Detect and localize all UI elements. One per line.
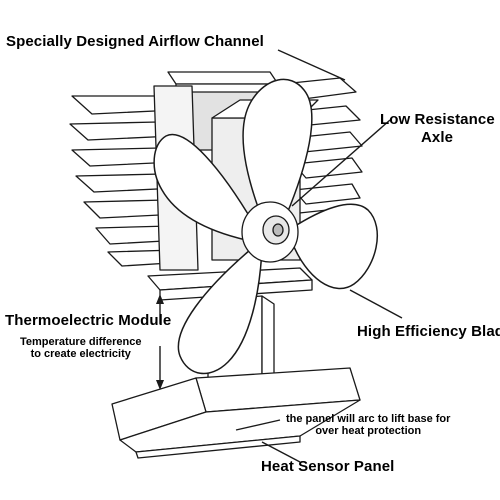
label-high-efficiency-blade: High Efficiency Blade	[357, 323, 500, 340]
label-airflow-channel: Specially Designed Airflow Channel	[6, 33, 264, 50]
note-panel-line1: the panel will arc to lift base for	[286, 413, 451, 425]
note-panel-arc: the panel will arc to lift base for over…	[286, 413, 450, 437]
leader-panel-note	[235, 419, 281, 431]
fan-hub	[241, 201, 299, 263]
note-temperature-difference: Temperature difference to create electri…	[20, 336, 141, 360]
leader-axle	[291, 119, 391, 207]
fan-blade-top	[242, 78, 313, 219]
leader-sensor	[261, 441, 301, 463]
label-axle-line2: Axle	[421, 129, 454, 146]
leader-airflow	[277, 49, 346, 81]
fan-blades	[153, 78, 378, 375]
note-panel-line2: over heat protection	[315, 425, 422, 437]
fan-blade-bottom	[177, 247, 263, 375]
label-heat-sensor-panel: Heat Sensor Panel	[261, 458, 395, 475]
fan-blade-right	[291, 203, 378, 290]
leader-lines	[156, 49, 403, 463]
label-thermoelectric-module: Thermoelectric Module	[5, 312, 172, 329]
note-temperature-line1: Temperature difference	[20, 336, 142, 348]
note-temperature-line2: to create electricity	[30, 348, 131, 360]
leader-blade	[349, 289, 403, 319]
fan-blade-left	[153, 133, 255, 241]
heat-sensor-base	[111, 367, 361, 459]
label-axle-line1: Low Resistance	[380, 111, 495, 128]
